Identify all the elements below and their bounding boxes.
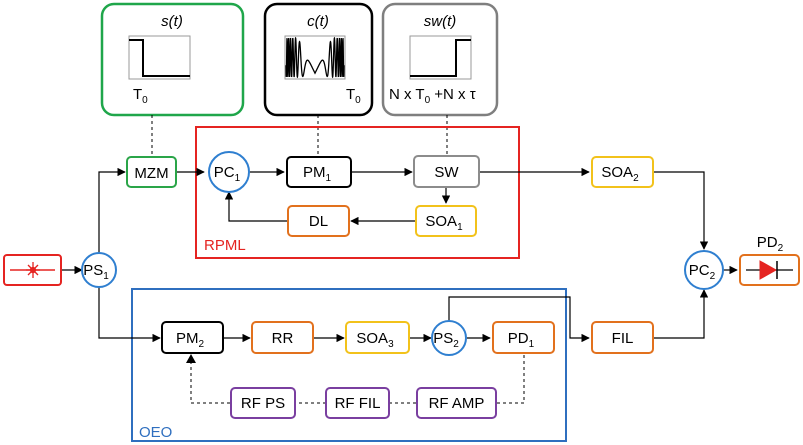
rf-feedback-loop [190, 355, 525, 404]
soa1-label: SOA1 [425, 213, 463, 233]
pd2-label: PD2 [757, 234, 784, 254]
pc1-label: PC1 [214, 164, 241, 184]
soa2-box: SOA2 [591, 156, 654, 188]
dl-box: DL [287, 205, 350, 237]
rf-fil-box: RF FIL [325, 387, 390, 419]
fil-label: FIL [612, 330, 634, 347]
laser-icon [26, 262, 40, 278]
pc2-label: PC2 [689, 262, 716, 282]
rpml-region: RPML [195, 126, 520, 259]
signal-s-title: s(t) [161, 13, 183, 30]
sw-box: SW [413, 155, 480, 188]
signal-s-panel: s(t) T0 [100, 2, 245, 117]
pc1-coupler: PC1 [208, 151, 250, 193]
rf-amp-label: RF AMP [429, 395, 485, 412]
rf-ps-box: RF PS [230, 387, 296, 419]
rf-ps-label: RF PS [241, 395, 285, 412]
oeo-label: OEO [139, 424, 172, 441]
soa3-label: SOA3 [356, 330, 394, 350]
rf-amp-box: RF AMP [416, 387, 497, 419]
mzm-box: MZM [126, 156, 177, 188]
ps1-splitter: PS1 [81, 252, 117, 288]
signal-c-label: T0 [346, 86, 361, 106]
laser-source [3, 254, 62, 286]
rr-label: RR [272, 330, 294, 347]
signal-c-plot [284, 35, 346, 80]
ps1-label: PS1 [83, 262, 109, 282]
signal-c-title: c(t) [307, 13, 329, 30]
oeo-region: OEO [131, 288, 567, 442]
connections [62, 167, 738, 343]
soa2-label: SOA2 [601, 164, 639, 184]
signal-s-label: T0 [133, 86, 148, 106]
rpml-label: RPML [204, 237, 246, 254]
pm1-label: PM1 [303, 164, 332, 184]
rr-box: RR [251, 321, 314, 354]
mzm-label: MZM [134, 165, 168, 182]
signal-c-panel: c(t) T0 [263, 2, 374, 117]
signal-s-plot [128, 35, 191, 80]
photodiode-icon [746, 260, 793, 280]
ps2-label: PS2 [433, 330, 459, 350]
dl-label: DL [309, 213, 328, 230]
pm2-label: PM2 [176, 330, 205, 350]
pm1-box: PM1 [286, 156, 352, 188]
pd1-label: PD1 [508, 330, 535, 350]
signal-sw-plot [409, 35, 472, 80]
signal-sw-panel: sw(t) N x T0 +N x τ [381, 2, 499, 117]
pm2-box: PM2 [161, 321, 224, 354]
rf-fil-label: RF FIL [335, 395, 381, 412]
fil-box: FIL [591, 321, 654, 354]
signal-sw-label: N x T0 +N x τ [389, 86, 476, 106]
soa1-box: SOA1 [415, 205, 477, 237]
signal-sw-title: sw(t) [424, 13, 457, 30]
ps2-splitter: PS2 [431, 320, 467, 356]
pd1-box: PD1 [492, 321, 555, 354]
sw-label: SW [434, 164, 459, 181]
pc2-coupler: PC2 [684, 250, 724, 290]
pd2-detector: PD2 [739, 234, 800, 286]
soa3-box: SOA3 [345, 321, 410, 354]
